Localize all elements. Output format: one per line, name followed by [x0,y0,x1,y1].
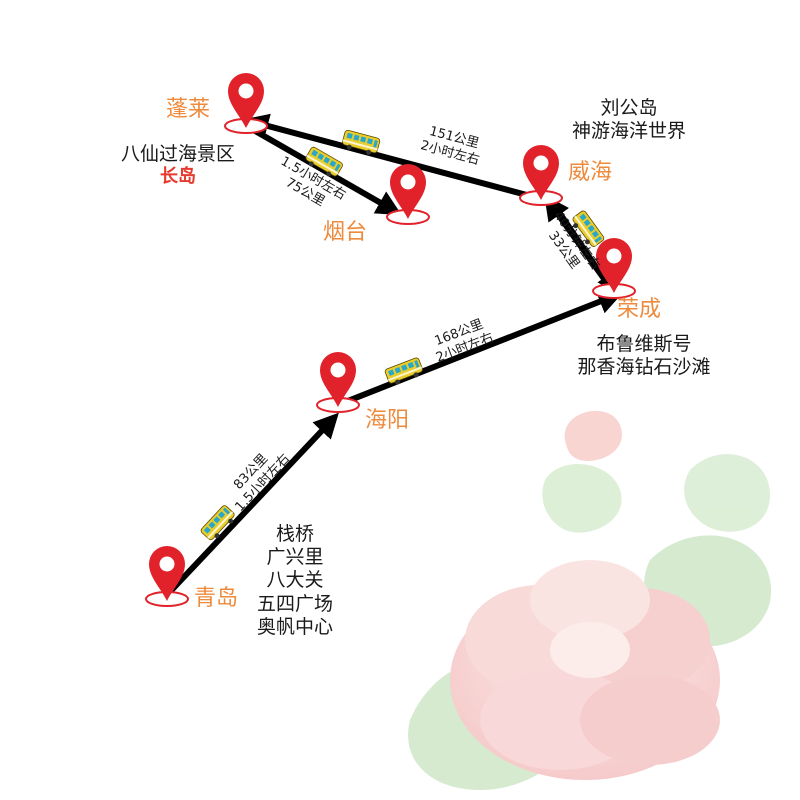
route-weihai-rongcheng [550,198,614,292]
location-pin-icon [316,351,360,413]
attraction-qingdao-4: 五四广场 [256,592,333,615]
peony-flower-watermark [408,410,772,790]
attraction-weihai-2: 神游海洋世界 [571,120,686,143]
attraction-group-weihai: 刘公岛 神游海洋世界 [557,97,701,143]
city-label-yantai: 烟台 [323,220,368,245]
attraction-group-qingdao: 栈桥 广兴里 八大关 五四广场 奥帆中心 [240,523,350,639]
attraction-qingdao-1: 栈桥 [275,523,314,545]
city-label-qingdao: 青岛 [194,586,239,611]
attraction-rongcheng-2: 那香海钻石沙滩 [577,356,711,379]
location-pin-icon [224,72,268,134]
attraction-group-rongcheng: 布鲁维斯号 那香海钻石沙滩 [564,333,724,379]
location-pin-icon [145,545,189,607]
city-label-rongcheng: 荣成 [617,297,662,322]
route-haiyang-rongcheng [327,289,624,411]
attraction-group-penglai: 八仙过海景区 长岛 [112,143,244,188]
route-qingdao-haiyang [163,412,339,599]
attraction-penglai: 八仙过海景区 [120,143,235,165]
attraction-highlight-changdao: 长岛 [160,166,196,188]
city-label-haiyang: 海阳 [365,408,410,433]
attraction-qingdao-2: 广兴里 [266,546,324,569]
attraction-weihai-1: 刘公岛 [600,97,658,119]
route-weihai-penglai [243,113,541,201]
location-pin-icon [386,163,430,225]
attraction-qingdao-5: 奥帆中心 [256,615,333,638]
location-pin-icon [519,144,563,206]
attraction-rongcheng-1: 布鲁维斯号 [596,333,692,355]
city-label-weihai: 威海 [568,160,613,185]
attraction-qingdao-3: 八大关 [266,569,324,592]
city-label-penglai: 蓬莱 [166,97,211,122]
